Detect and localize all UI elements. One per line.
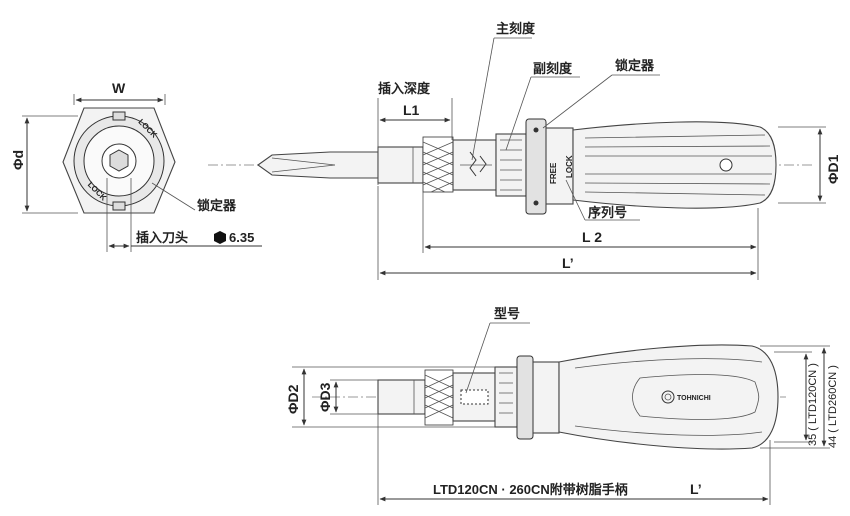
- brand-logo-icon: [661, 390, 675, 404]
- main-scale-leader: [471, 37, 495, 161]
- end-view: LOCK LOCK W Φd 锁定器 插入刀头 6.35: [10, 80, 262, 252]
- hex-bit-icon: [214, 231, 226, 244]
- l-prime-label: L’: [562, 255, 574, 271]
- brand-text: TOHNICHI: [677, 395, 711, 402]
- dim-35-label: 35 ( LTD120CN ): [807, 363, 819, 446]
- handle-hole: [719, 158, 733, 172]
- serial-leader: [565, 179, 586, 221]
- handle: [572, 121, 777, 209]
- phi-d1-label: ΦD1: [825, 154, 841, 184]
- lock-flange: [525, 118, 547, 215]
- main-scale-label: 主刻度: [496, 21, 536, 36]
- w-label: W: [112, 80, 126, 96]
- bit-holder: [377, 146, 424, 184]
- resin-handle: [558, 344, 779, 450]
- lock-tab-bottom: [112, 201, 126, 211]
- model-no-label: 型号: [494, 306, 520, 321]
- bottom-bit-holder: [377, 379, 426, 415]
- model-window: [460, 389, 489, 405]
- phi-d-label: Φd: [10, 150, 26, 170]
- free-text: FREE: [549, 162, 558, 184]
- bit-tip: [257, 151, 379, 179]
- bottom-caption: LTD120CN · 260CN附带树脂手柄: [433, 482, 628, 497]
- hex-size-label: 6.35: [229, 230, 254, 245]
- bottom-flange: [516, 355, 534, 440]
- lock-device-leader: [151, 182, 196, 211]
- lock-tab-top: [112, 111, 126, 121]
- bottom-knurled-collar: [424, 369, 454, 426]
- bottom-flange-2: [532, 361, 560, 434]
- hex-socket-icon: [109, 149, 129, 172]
- sub-scale-label: 副刻度: [533, 61, 573, 76]
- bottom-view: TOHNICHI 型号 ΦD2 ΦD3 35 ( LTD120CN ) 44 (…: [285, 306, 839, 505]
- insert-depth-label: 插入深度: [378, 81, 431, 96]
- dim-44-label: 44 ( LTD260CN ): [827, 365, 839, 448]
- lock-device-label-left: 锁定器: [197, 198, 237, 213]
- side-view: FREE LOCK 插入深度 L1 主刻度 副刻度 锁定器 序列号 ΦD1: [208, 21, 841, 280]
- lock-device-leader-right: [542, 74, 613, 129]
- sub-scale-leader: [505, 76, 532, 151]
- l1-label: L1: [403, 102, 420, 118]
- serial-no-label: 序列号: [588, 205, 627, 220]
- sub-scale-ring: [495, 133, 527, 197]
- bottom-l-prime-label: L’: [690, 481, 702, 497]
- lock-flange-inner: [545, 127, 574, 205]
- phi-d2-label: ΦD2: [285, 384, 301, 414]
- model-leader: [465, 322, 491, 394]
- l2-label: L 2: [582, 229, 602, 245]
- lock-text-side: LOCK: [565, 155, 574, 178]
- phi-d3-label: ΦD3: [317, 382, 333, 412]
- insert-bit-label: 插入刀头: [136, 230, 188, 245]
- lock-device-label: 锁定器: [615, 58, 655, 73]
- bottom-ring: [494, 366, 518, 428]
